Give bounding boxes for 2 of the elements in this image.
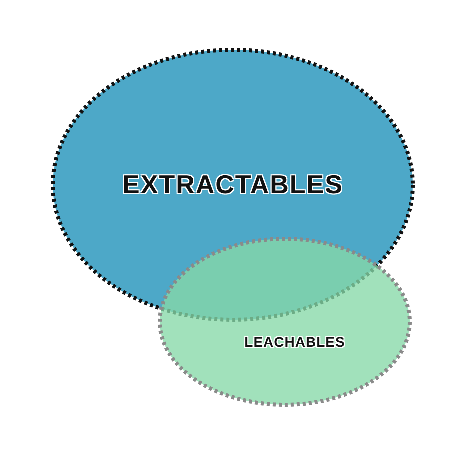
set-label: EXTRACTABLES	[122, 170, 344, 200]
set-label: LEACHABLES	[244, 334, 346, 350]
